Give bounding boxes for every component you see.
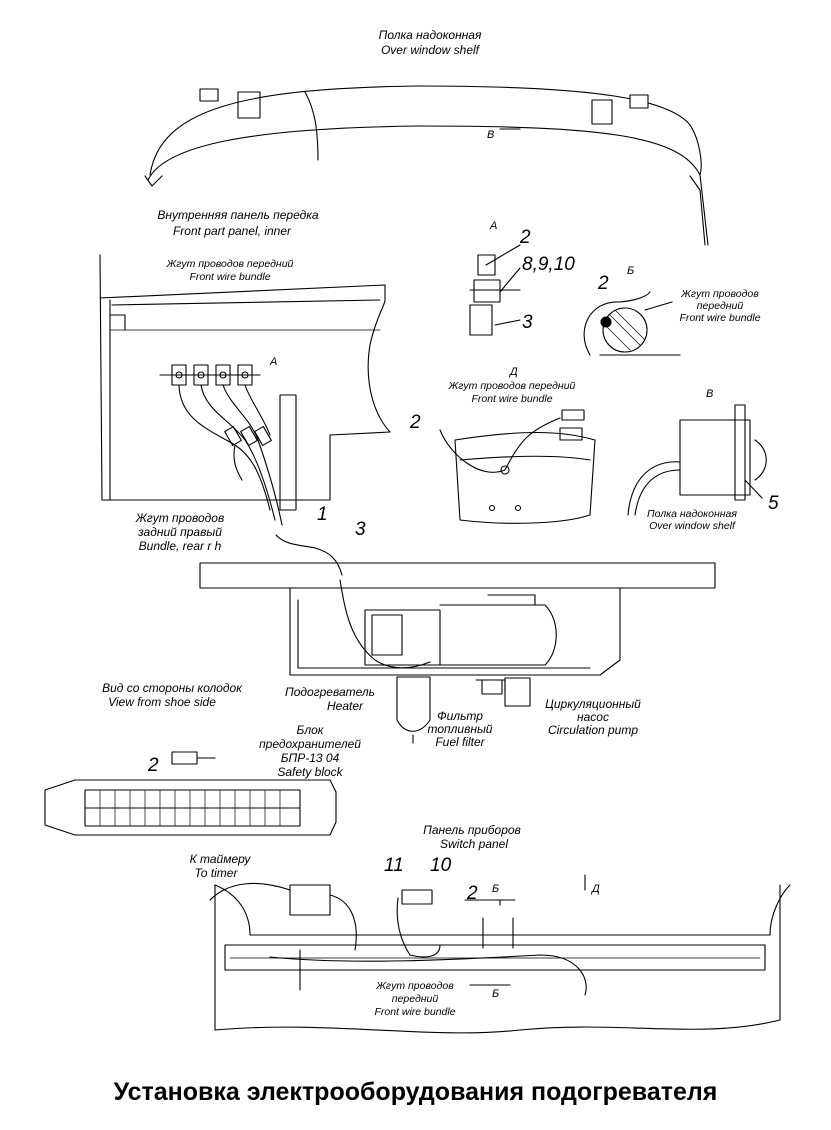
switch-panel-ru: Панель приборов — [423, 823, 521, 837]
num-11: 11 — [384, 855, 404, 876]
inner-panel-label-en: Front part panel, inner — [172, 224, 292, 238]
view-v-title: В — [706, 388, 714, 400]
view-d-num-2: 2 — [410, 412, 421, 433]
num-1: 1 — [317, 504, 328, 525]
filter-label-ru-2: топливный — [427, 722, 493, 736]
front-harness-label-ru: Жгут проводов передний — [166, 258, 294, 270]
fuse-block-ru-1: Блок — [296, 723, 324, 737]
dash-harness-en: Front wire bundle — [374, 1006, 456, 1018]
heater-assembly — [200, 563, 715, 743]
view-d-harness-en: Front wire bundle — [471, 393, 553, 405]
fuse-num-2: 2 — [148, 755, 159, 776]
dash-num-2: 2 — [467, 883, 478, 904]
view-v-num-5: 5 — [768, 493, 779, 514]
marker-a: А — [270, 356, 278, 368]
front-panel-inner — [100, 255, 390, 575]
view-a-title: А — [490, 220, 498, 232]
pump-label-en: Circulation pump — [547, 723, 639, 737]
view-b-section — [584, 292, 680, 355]
rear-harness-ru-2: задний правый — [138, 525, 222, 539]
arrow-d-marker: Д — [592, 883, 600, 895]
view-v-shelf-en: Over window shelf — [649, 520, 735, 532]
to-timer-en: To timer — [194, 866, 238, 880]
over-window-shelf — [145, 86, 708, 245]
view-b-harness-ru-1: Жгут проводов — [681, 288, 759, 300]
shoe-view-en: View from shoe side — [108, 695, 216, 709]
view-b-num-2: 2 — [598, 273, 609, 294]
fuse-block-en: Safety block — [277, 765, 343, 779]
view-b-harness-ru-2: передний — [696, 300, 744, 312]
cut-b-bottom: Б — [492, 988, 500, 1000]
cut-b-top: Б — [492, 883, 500, 895]
filter-label-ru-1: Фильтр — [437, 709, 483, 723]
rear-harness-ru-1: Жгут проводов — [135, 511, 225, 525]
fuse-block-code: БПР-13 04 — [280, 751, 340, 765]
fuse-block-ru-2: предохранителей — [259, 737, 361, 751]
page-title: Установка электрооборудования подогреват… — [113, 1078, 718, 1106]
rear-harness-en: Bundle, rear r h — [138, 539, 222, 553]
num-3: 3 — [355, 519, 366, 540]
view-a-num-8-9-10: 8,9,10 — [522, 254, 575, 275]
pump-label-ru-2: насос — [577, 710, 609, 724]
view-v-shelf-ru: Полка надоконная — [647, 508, 737, 520]
dash-harness-ru-2: передний — [391, 993, 439, 1005]
view-d-harness-ru: Жгут проводов передний — [448, 380, 576, 392]
num-10: 10 — [430, 855, 452, 876]
switch-panel-en: Switch panel — [439, 837, 509, 851]
dash-harness-ru-1: Жгут проводов — [376, 980, 454, 992]
to-timer-ru: К таймеру — [189, 852, 251, 866]
front-harness-label-en: Front wire bundle — [189, 271, 271, 283]
switch-panel — [210, 875, 790, 1033]
heater-label-en: Heater — [326, 699, 364, 713]
view-a-num-2: 2 — [520, 227, 531, 248]
view-d-detail — [440, 410, 595, 523]
fuse-block — [45, 752, 336, 835]
shoe-view-ru: Вид со стороны колодок — [102, 681, 242, 695]
view-a-detail — [470, 245, 520, 335]
view-b-marker: В — [487, 129, 495, 141]
view-v-detail — [628, 405, 766, 515]
heater-label-ru: Подогреватель — [285, 685, 375, 699]
view-a-num-3: 3 — [522, 312, 533, 333]
shelf-label-en: Over window shelf — [380, 43, 480, 57]
pump-label-ru-1: Циркуляционный — [545, 697, 641, 711]
view-b-harness-en: Front wire bundle — [679, 312, 761, 324]
view-d-title: Д — [510, 366, 518, 378]
view-b-title: Б — [627, 265, 635, 277]
shelf-label-ru: Полка надоконная — [378, 28, 482, 42]
filter-label-en: Fuel filter — [435, 735, 485, 749]
inner-panel-label-ru: Внутренняя панель передка — [157, 208, 319, 222]
